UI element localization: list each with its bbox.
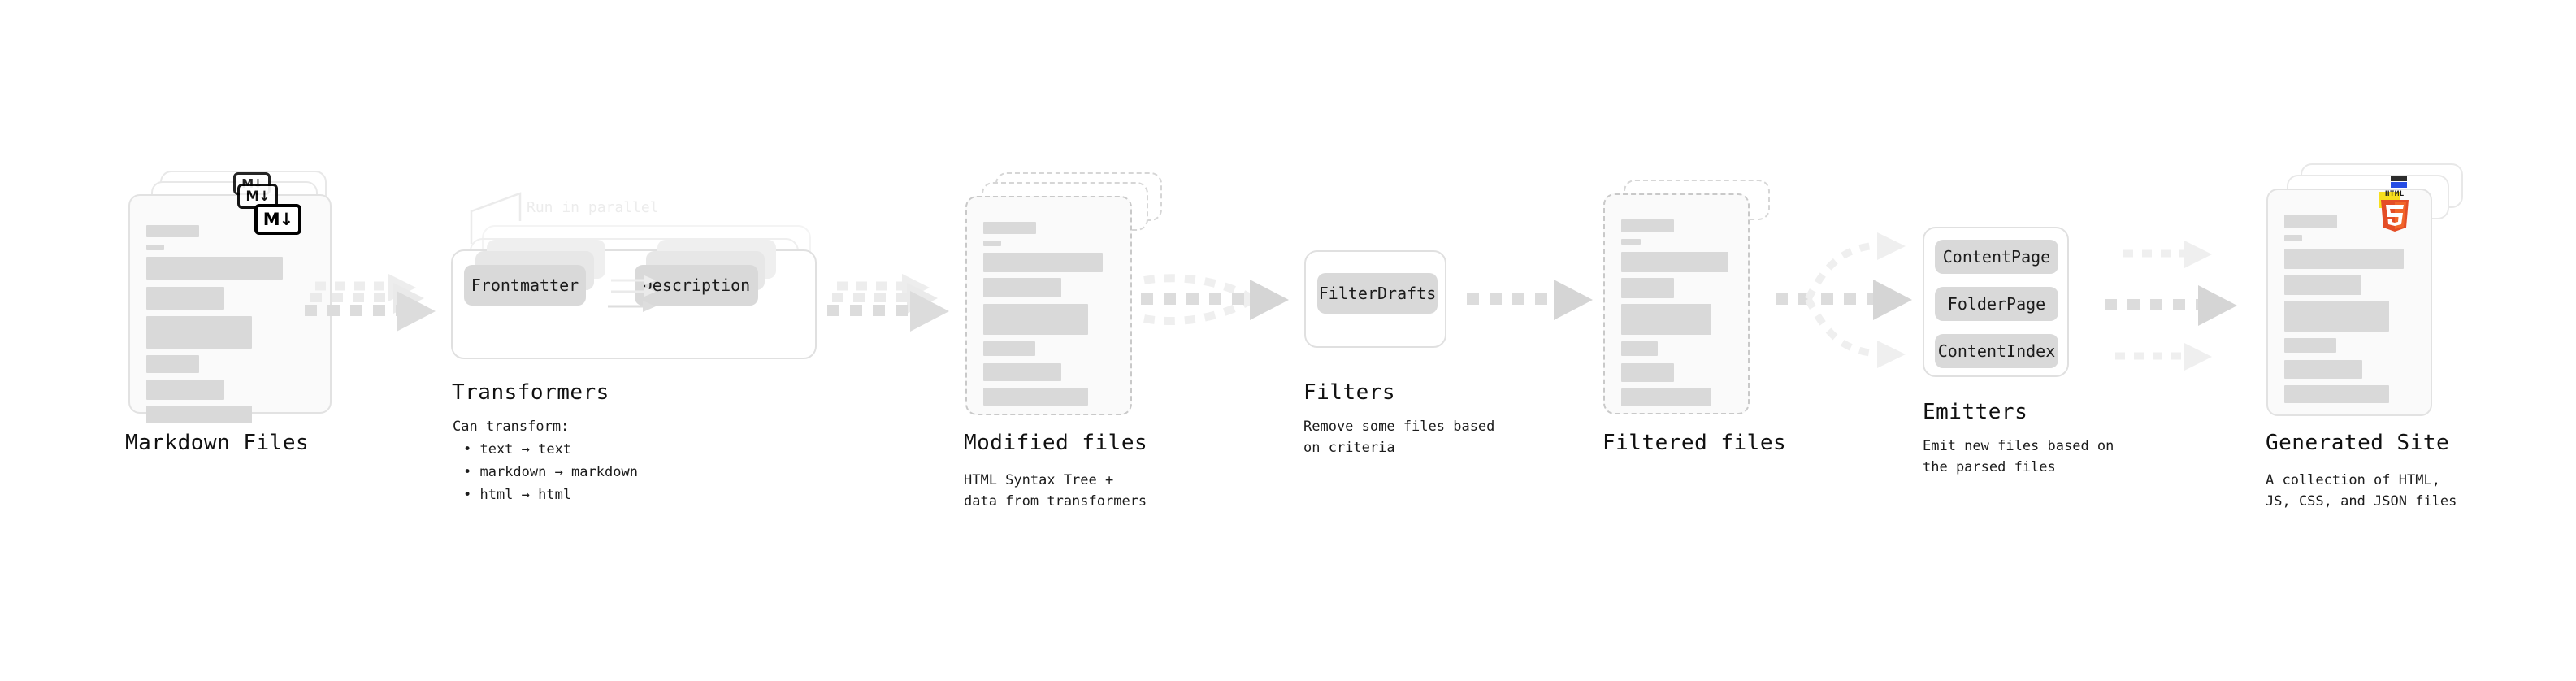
doc-bar: [146, 355, 199, 373]
transformer-chip-label: Description: [642, 275, 751, 295]
doc-bar: [146, 380, 224, 400]
stage-title-filters: Filters: [1303, 380, 1396, 405]
emitter-chip-contentpage[interactable]: ContentPage: [1935, 240, 2058, 274]
doc-bar: [983, 388, 1088, 406]
doc-bar: [146, 287, 224, 310]
generated-file-card-html: [2266, 189, 2432, 416]
doc-bar: [2284, 360, 2362, 379]
transformers-bullet-1: • markdown → markdown: [463, 464, 638, 480]
stage-title-markdown-files: Markdown Files: [125, 431, 310, 455]
emitters-box: ContentPage FolderPage ContentIndex: [1923, 227, 2069, 377]
doc-bar: [146, 406, 252, 423]
emitter-chip-label: ContentIndex: [1937, 341, 2056, 361]
doc-bar: [983, 304, 1088, 335]
doc-bar: [146, 245, 164, 250]
doc-bar: [983, 341, 1035, 356]
doc-bar: [983, 278, 1061, 297]
emitter-chip-label: FolderPage: [1947, 294, 2046, 314]
doc-bar: [1621, 219, 1674, 232]
emitter-chip-folderpage[interactable]: FolderPage: [1935, 287, 2058, 321]
transformer-chip-frontmatter[interactable]: Frontmatter: [464, 265, 586, 306]
doc-bar: [983, 241, 1001, 246]
stage-title-filtered-files: Filtered files: [1602, 431, 1787, 455]
markdown-icon-glyph: M↓: [262, 210, 293, 229]
doc-bar: [2284, 338, 2336, 353]
stage-subtitle-emitters: Emit new files based on the parsed files: [1923, 438, 2114, 476]
doc-bar: [1621, 304, 1711, 335]
transformer-chip-description[interactable]: Description: [635, 265, 758, 306]
stage-title-emitters: Emitters: [1923, 400, 2028, 424]
filters-box: FilterDrafts: [1304, 250, 1446, 348]
doc-bar: [2284, 275, 2361, 295]
doc-bar: [1621, 363, 1674, 382]
stage-title-generated-site: Generated Site: [2266, 431, 2450, 455]
filter-chip-filterdrafts[interactable]: FilterDrafts: [1317, 273, 1438, 314]
doc-bar: [983, 253, 1103, 272]
doc-bar: [983, 363, 1061, 381]
stage-title-transformers: Transformers: [452, 380, 609, 405]
transformers-bullet-2: • html → html: [463, 487, 572, 503]
run-in-parallel-label: Run in parallel: [527, 199, 659, 216]
doc-bar: [2284, 215, 2337, 228]
doc-bar: [1621, 388, 1711, 406]
stage-title-modified-files: Modified files: [964, 431, 1148, 455]
doc-bar: [1621, 278, 1674, 298]
doc-bar: [2284, 385, 2389, 403]
markdown-icon-glyph: M↓: [245, 188, 270, 205]
doc-bar: [1621, 252, 1728, 272]
filtered-file-card-front: [1603, 193, 1750, 414]
stage-subtitle-generated-site: A collection of HTML, JS, CSS, and JSON …: [2266, 472, 2457, 510]
doc-bar: [146, 316, 252, 349]
doc-bar: [146, 225, 199, 237]
transformer-chip-label: Frontmatter: [471, 275, 579, 295]
stage-subtitle-filters: Remove some files based on criteria: [1303, 419, 1495, 457]
markdown-icon: M↓: [254, 204, 301, 235]
doc-bar: [2284, 235, 2302, 241]
markdown-file-card-front: [128, 194, 332, 423]
doc-bar: [146, 257, 283, 280]
stage-subtitle-modified-files: HTML Syntax Tree + data from transformer…: [964, 472, 1147, 510]
doc-bar: [1621, 239, 1641, 245]
emitter-chip-label: ContentPage: [1942, 247, 2051, 267]
doc-bar: [983, 222, 1036, 234]
filter-chip-label: FilterDrafts: [1318, 284, 1437, 303]
transformers-bullet-0: • text → text: [463, 441, 572, 458]
doc-bar: [1621, 341, 1658, 356]
doc-bar: [2284, 301, 2389, 332]
transformers-bullets-heading: Can transform:: [453, 419, 570, 435]
transformers-box: Frontmatter Description: [451, 240, 817, 359]
modified-file-card-front: [965, 196, 1132, 415]
emitter-chip-contentindex[interactable]: ContentIndex: [1935, 334, 2058, 368]
doc-bar: [2284, 249, 2404, 269]
